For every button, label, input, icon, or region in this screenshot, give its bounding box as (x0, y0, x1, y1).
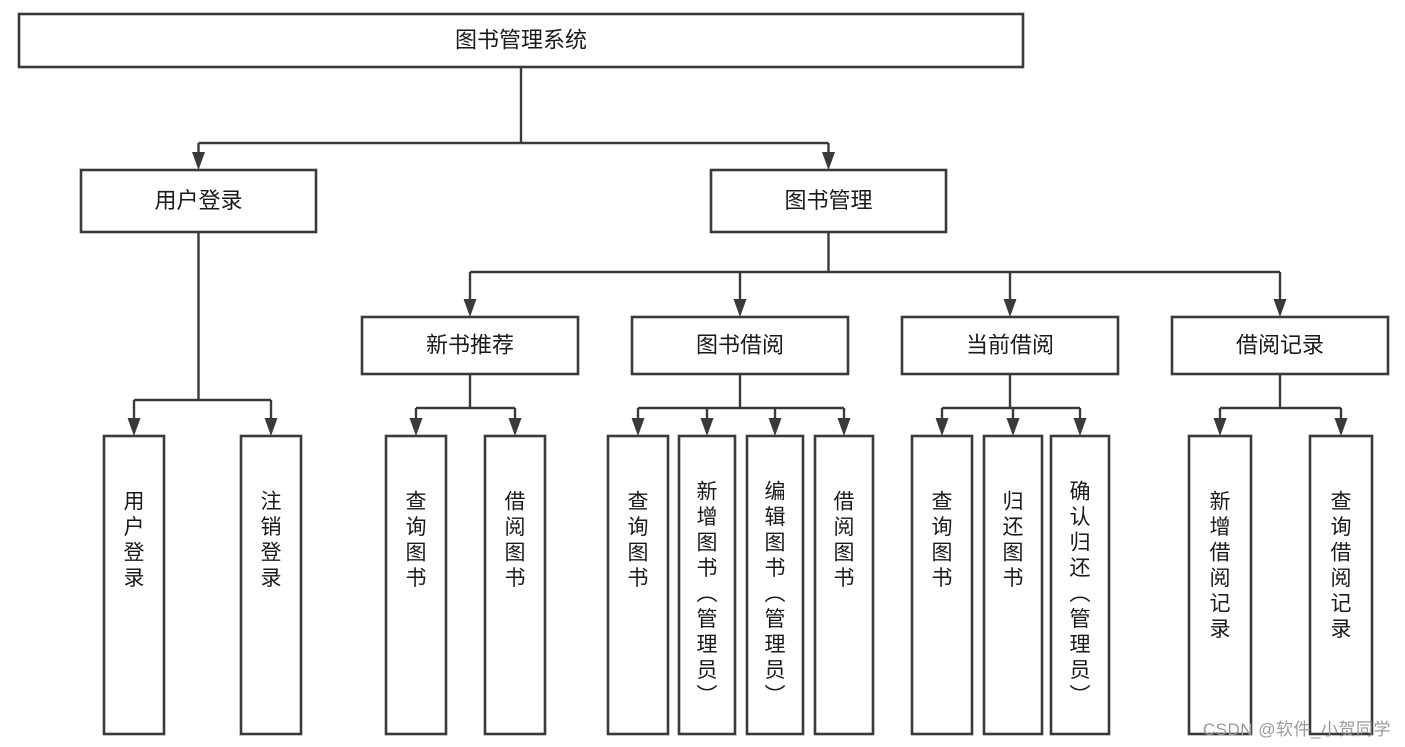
conn-图书借阅-arrow-1 (700, 418, 714, 436)
node-leaf-归还图书[interactable]: 归还图书 (982, 434, 1044, 736)
node-l3-图书借阅[interactable]: 图书借阅 (630, 315, 850, 376)
node-leaf-借阅图书[interactable]: 借阅图书 (813, 434, 875, 736)
node-leaf-新增借阅记录-box (1187, 434, 1253, 736)
node-leaf-注销登录-box (239, 434, 303, 736)
node-leaf-确认归还管理员-label: 确认归还︵管理员︶ (1070, 481, 1091, 708)
node-leaf-归还图书-label: 归还图书 (1003, 491, 1024, 591)
conn-新书推荐-arrow-0 (409, 418, 423, 436)
conn-book-mgmt-arrow-1 (733, 299, 747, 317)
node-leaf-注销登录-label: 注销登录 (261, 491, 282, 591)
connectors-layer (127, 67, 1348, 436)
conn-借阅记录-arrow-0 (1213, 418, 1227, 436)
node-leaf-查询图书[interactable]: 查询图书 (606, 434, 670, 736)
node-l2-图书管理-label: 图书管理 (784, 188, 872, 213)
conn-图书借阅-arrow-0 (631, 418, 645, 436)
node-leaf-归还图书-box (982, 434, 1044, 736)
conn-root-arrow-1 (822, 152, 835, 170)
node-l3-新书推荐[interactable]: 新书推荐 (360, 315, 580, 376)
node-leaf-新增借阅记录[interactable]: 新增借阅记录 (1187, 434, 1253, 736)
conn-book-mgmt-arrow-2 (1003, 299, 1017, 317)
node-leaf-确认归还管理员[interactable]: 确认归还︵管理员︶ (1049, 434, 1111, 736)
node-leaf-编辑图书管理员[interactable]: 编辑图书︵管理员︶ (745, 434, 805, 736)
conn-user-login-arrow-1 (264, 418, 278, 436)
conn-图书借阅-arrow-2 (768, 418, 782, 436)
node-leaf-借阅图书-box (483, 434, 547, 736)
node-leaf-查询图书[interactable]: 查询图书 (910, 434, 974, 736)
node-root-图书管理系统[interactable]: 图书管理系统 (17, 12, 1025, 69)
conn-root-arrow-0 (192, 152, 205, 170)
node-root-图书管理系统-box (17, 12, 1025, 69)
node-leaf-借阅图书[interactable]: 借阅图书 (483, 434, 547, 736)
conn-当前借阅-arrow-2 (1073, 418, 1087, 436)
node-l2-用户登录-box (79, 168, 318, 234)
conn-新书推荐-arrow-1 (508, 418, 522, 436)
node-leaf-查询借阅记录[interactable]: 查询借阅记录 (1308, 434, 1374, 736)
conn-借阅记录-arrow-1 (1334, 418, 1348, 436)
node-leaf-用户登录-label: 用户登录 (124, 491, 145, 591)
node-leaf-查询图书-box (606, 434, 670, 736)
conn-图书借阅-arrow-3 (837, 418, 851, 436)
node-l3-图书借阅-label: 图书借阅 (696, 332, 784, 357)
node-leaf-确认归还管理员-box (1049, 434, 1111, 736)
node-leaf-借阅图书-box (813, 434, 875, 736)
node-leaf-新增图书管理员-label: 新增图书︵管理员︶ (697, 481, 718, 708)
node-l3-当前借阅-label: 当前借阅 (966, 332, 1054, 357)
node-l3-新书推荐-label: 新书推荐 (426, 332, 514, 357)
node-leaf-查询图书-label: 查询图书 (932, 491, 953, 591)
node-leaf-借阅图书-label: 借阅图书 (505, 491, 526, 591)
node-leaf-用户登录[interactable]: 用户登录 (102, 434, 166, 736)
node-leaf-查询图书-box (910, 434, 974, 736)
node-l2-用户登录[interactable]: 用户登录 (79, 168, 318, 234)
conn-当前借阅-arrow-0 (935, 418, 949, 436)
node-leaf-查询图书-box (384, 434, 448, 736)
node-l3-借阅记录[interactable]: 借阅记录 (1170, 315, 1390, 376)
node-l3-图书借阅-box (630, 315, 850, 376)
conn-book-mgmt-arrow-0 (463, 299, 477, 317)
conn-当前借阅-arrow-1 (1006, 418, 1020, 436)
node-leaf-新增借阅记录-label: 新增借阅记录 (1210, 491, 1231, 642)
node-leaf-新增图书管理员-box (677, 434, 737, 736)
conn-book-mgmt-arrow-3 (1273, 299, 1287, 317)
node-leaf-查询借阅记录-label: 查询借阅记录 (1331, 491, 1352, 642)
node-leaf-借阅图书-label: 借阅图书 (834, 491, 855, 591)
node-l2-图书管理-box (709, 168, 948, 234)
node-l3-借阅记录-label: 借阅记录 (1236, 332, 1324, 357)
node-l3-当前借阅[interactable]: 当前借阅 (900, 315, 1120, 376)
nodes-layer: 图书管理系统用户登录图书管理用户登录注销登录新书推荐查询图书借阅图书图书借阅查询… (17, 12, 1390, 736)
node-leaf-新增图书管理员[interactable]: 新增图书︵管理员︶ (677, 434, 737, 736)
node-leaf-编辑图书管理员-box (745, 434, 805, 736)
node-leaf-查询图书-label: 查询图书 (628, 491, 649, 591)
node-leaf-查询借阅记录-box (1308, 434, 1374, 736)
node-l3-新书推荐-box (360, 315, 580, 376)
node-leaf-查询图书[interactable]: 查询图书 (384, 434, 448, 736)
node-root-图书管理系统-label: 图书管理系统 (455, 27, 587, 52)
node-leaf-查询图书-label: 查询图书 (406, 491, 427, 591)
node-l2-图书管理[interactable]: 图书管理 (709, 168, 948, 234)
node-leaf-用户登录-box (102, 434, 166, 736)
conn-user-login-arrow-0 (127, 418, 141, 436)
node-l3-当前借阅-box (900, 315, 1120, 376)
node-l3-借阅记录-box (1170, 315, 1390, 376)
node-l2-用户登录-label: 用户登录 (154, 188, 242, 213)
node-leaf-编辑图书管理员-label: 编辑图书︵管理员︶ (765, 481, 786, 708)
node-leaf-注销登录[interactable]: 注销登录 (239, 434, 303, 736)
